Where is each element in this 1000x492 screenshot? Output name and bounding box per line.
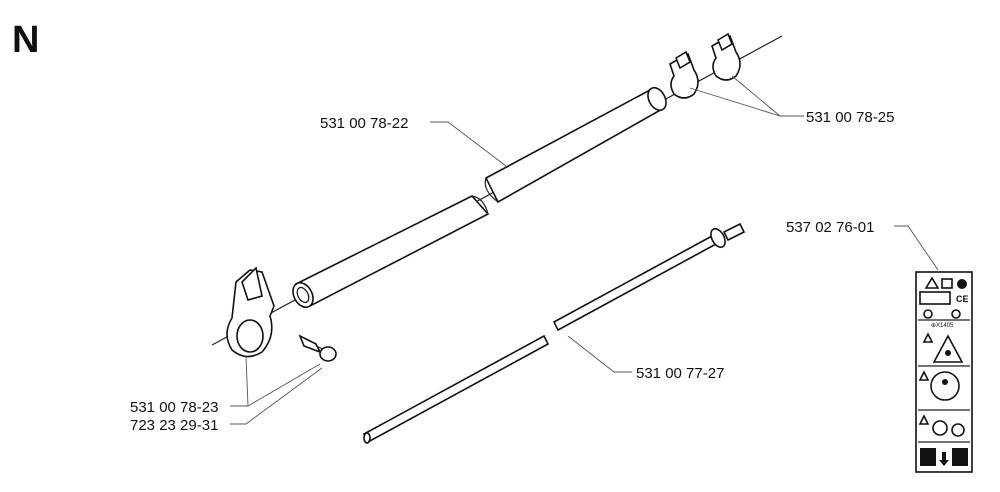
ear-protection-icon	[923, 309, 933, 319]
large-warning-triangle-icon	[932, 334, 964, 363]
label-drive-shaft: 531 00 77-27	[636, 365, 724, 382]
mask-icon-right	[952, 448, 968, 466]
rpm-box	[919, 291, 951, 305]
leader-bracket-right	[731, 75, 781, 117]
tube-lower-segment	[292, 195, 490, 309]
leader-lower-clamp-to-screw	[247, 363, 321, 407]
decal-model-code: ⊕X1405	[931, 323, 954, 329]
leader-screw	[230, 367, 323, 425]
leader-drive-shaft	[567, 335, 632, 373]
mask-icon-left	[920, 448, 936, 466]
screw	[298, 334, 337, 362]
leader-bracket-left	[689, 87, 804, 117]
label-upper-tube: 531 00 78-22	[320, 115, 408, 132]
section-letter: N	[12, 19, 39, 61]
blade-warning-icon	[918, 414, 930, 425]
warning-triangle-icon	[924, 276, 940, 289]
label-screw: 723 23 29-31	[130, 417, 218, 434]
distance-warning-icon	[918, 370, 930, 381]
safety-distance-icon	[930, 371, 960, 401]
blade-icon	[932, 420, 948, 436]
arrow-down-icon	[939, 452, 949, 466]
label-brackets: 531 00 78-25	[806, 109, 894, 126]
manual-book-icon	[941, 278, 953, 289]
upper-bracket-right	[711, 32, 741, 81]
leader-decal	[894, 225, 939, 271]
small-warning-icon	[922, 332, 934, 343]
tube-upper-segment	[484, 86, 667, 204]
lower-clamp	[226, 266, 275, 358]
upper-bracket-left	[669, 50, 699, 99]
eye-protection-icon	[951, 309, 961, 319]
helmet-icon	[957, 279, 967, 289]
operator-icon	[945, 350, 951, 356]
hand-icon	[951, 423, 965, 437]
person-icon	[942, 379, 948, 385]
leader-lower-clamp	[230, 355, 249, 407]
label-decal: 537 02 76-01	[786, 219, 874, 236]
warning-decal: CE ⊕X1405	[915, 271, 973, 473]
drive-shaft	[362, 222, 746, 444]
leader-upper-tube	[430, 121, 507, 167]
ce-mark: CE	[956, 294, 969, 304]
label-lower-clamp: 531 00 78-23	[130, 399, 218, 416]
